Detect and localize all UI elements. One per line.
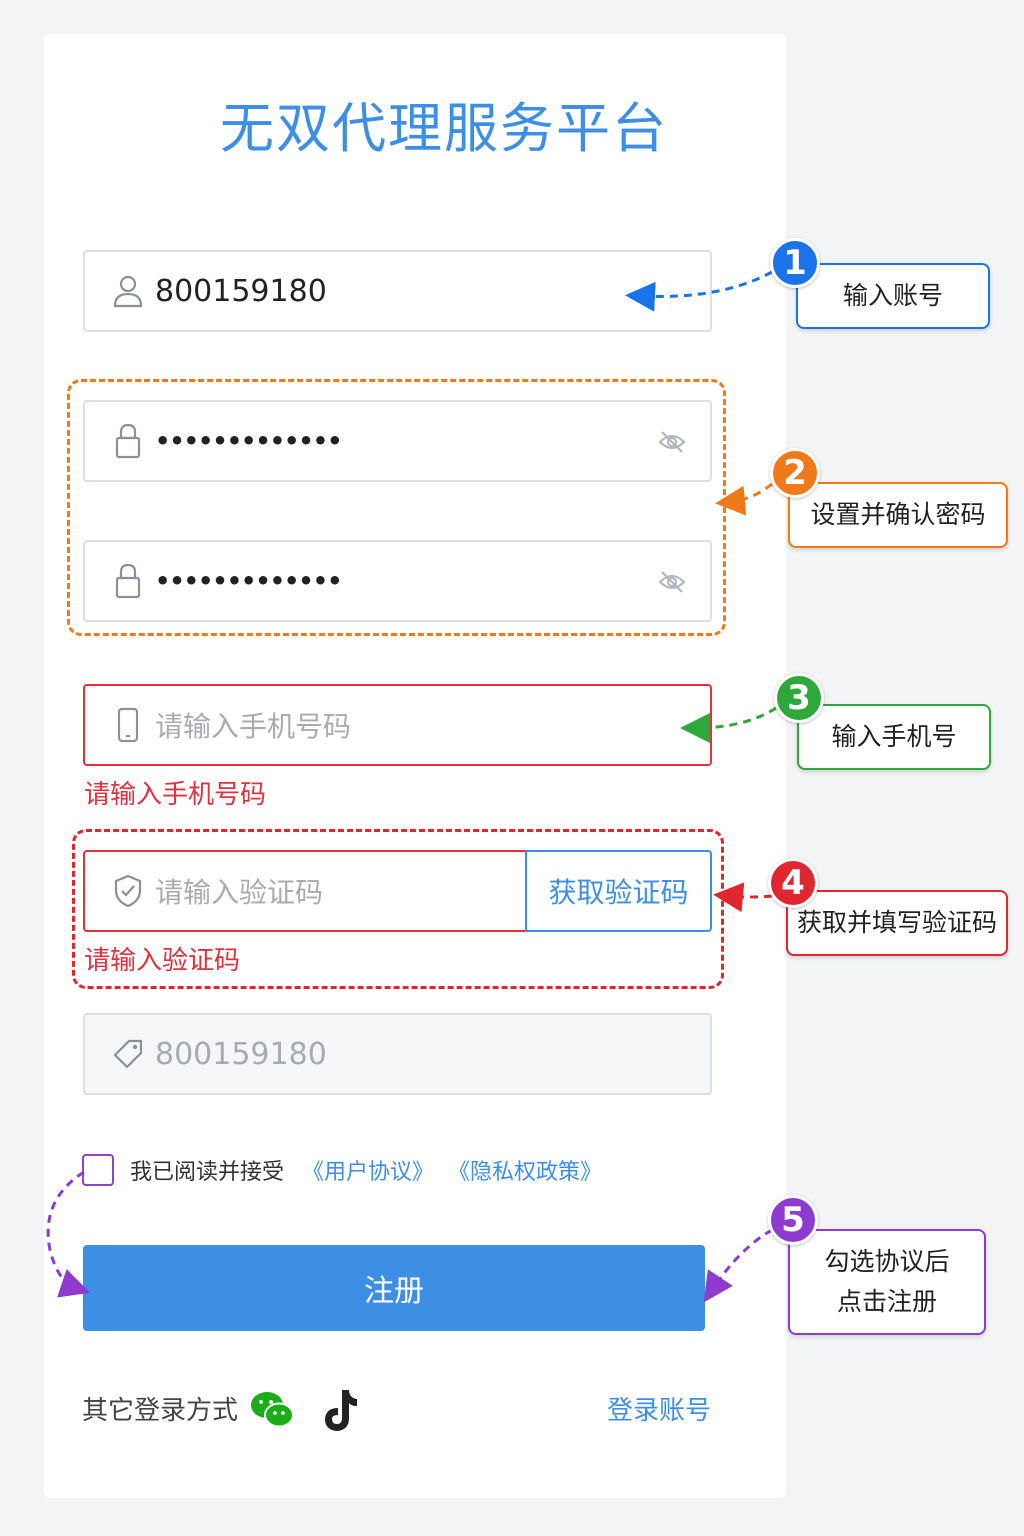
callout-code-text: 获取并填写验证码	[796, 908, 997, 937]
password-value: •••••••••••••	[155, 427, 342, 455]
register-button[interactable]: 注册	[83, 1245, 705, 1331]
code-placeholder: 请输入验证码	[155, 876, 324, 909]
step-badge-1: 1	[770, 238, 820, 288]
agreement-row: 我已阅读并接受 《用户协议》 《隐私权政策》	[82, 1154, 602, 1186]
callout-account: 输入账号	[796, 263, 990, 329]
callout-register: 勾选协议后 点击注册	[788, 1229, 986, 1335]
callout-password: 设置并确认密码	[788, 482, 1008, 548]
wechat-icon[interactable]	[250, 1390, 294, 1434]
account-value: 800159180	[155, 273, 327, 309]
eye-off-icon[interactable]	[658, 568, 686, 600]
confirm-password-field[interactable]: •••••••••••••	[83, 540, 712, 622]
code-field[interactable]: 请输入验证码	[83, 850, 527, 932]
callout-account-text: 输入账号	[842, 281, 943, 310]
privacy-policy-link[interactable]: 《隐私权政策》	[448, 1160, 603, 1185]
login-account-link[interactable]: 登录账号	[607, 1396, 712, 1426]
agreement-checkbox[interactable]	[82, 1154, 114, 1186]
user-icon	[113, 273, 143, 309]
lock-icon	[113, 423, 143, 459]
confirm-password-value: •••••••••••••	[155, 567, 342, 595]
step-badge-4: 4	[768, 858, 818, 908]
step-badge-2: 2	[770, 448, 820, 498]
phone-error: 请输入手机号码	[84, 780, 267, 810]
tag-icon	[113, 1036, 143, 1072]
account-field[interactable]: 800159180	[83, 250, 712, 332]
lock-icon	[113, 563, 143, 599]
agreement-text: 我已阅读并接受	[130, 1160, 285, 1185]
page-title: 无双代理服务平台	[220, 97, 668, 160]
callout-code: 获取并填写验证码	[786, 890, 1008, 956]
phone-placeholder: 请输入手机号码	[155, 710, 352, 743]
code-error: 请输入验证码	[84, 946, 241, 976]
user-agreement-link[interactable]: 《用户协议》	[302, 1160, 435, 1185]
phone-icon	[113, 707, 143, 743]
callout-register-line1: 勾选协议后	[824, 1247, 950, 1276]
invite-code-value: 800159180	[155, 1036, 327, 1072]
phone-field[interactable]: 请输入手机号码	[83, 684, 712, 766]
callout-phone: 输入手机号	[797, 704, 991, 770]
password-field[interactable]: •••••••••••••	[83, 400, 712, 482]
get-code-button[interactable]: 获取验证码	[525, 850, 712, 932]
other-login-label: 其它登录方式	[82, 1396, 239, 1426]
step-badge-3: 3	[774, 673, 824, 723]
callout-password-text: 设置并确认密码	[810, 500, 986, 529]
eye-off-icon[interactable]	[658, 428, 686, 460]
step-badge-5: 5	[768, 1195, 818, 1245]
callout-phone-text: 输入手机号	[831, 722, 957, 751]
invite-code-field[interactable]: 800159180	[83, 1013, 712, 1095]
shield-check-icon	[113, 873, 143, 909]
tiktok-icon[interactable]	[320, 1388, 360, 1438]
callout-register-line2: 点击注册	[836, 1287, 937, 1316]
